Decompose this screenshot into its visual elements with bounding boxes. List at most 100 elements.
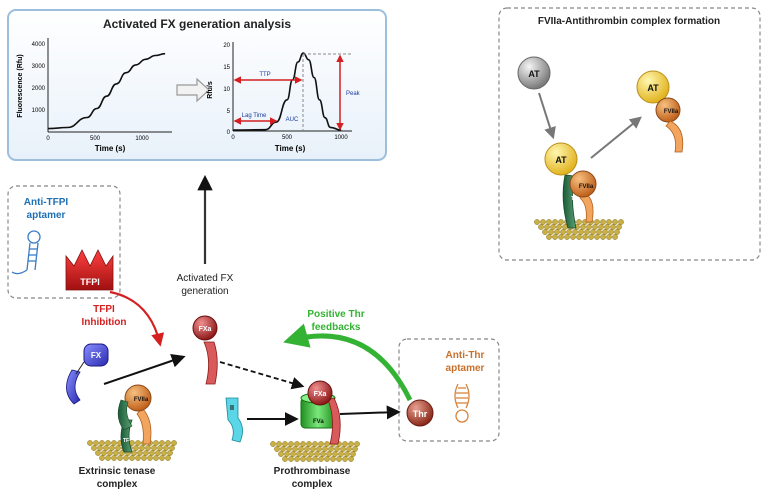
lipid-bead [161, 450, 167, 456]
lipid-bead [107, 450, 113, 456]
at-complex-fviia-stalk [665, 120, 684, 153]
ttp-label: TTP [259, 72, 270, 78]
lipid-bead [584, 229, 590, 235]
lipid-bead [300, 441, 306, 447]
lipid-bead [155, 450, 161, 456]
at-free-sphere [517, 56, 551, 90]
lipid-bead [306, 441, 312, 447]
lipid-bead [314, 451, 320, 457]
right-xtick: 500 [282, 135, 293, 141]
left-ylabel: Fluorescence (Rfu) [17, 54, 24, 117]
left-plot-xticks: 0 500 1000 [46, 136, 149, 142]
lipid-bead [159, 440, 165, 446]
tfpi-crown [65, 249, 114, 291]
lipid-bead [608, 229, 614, 235]
lipid-bead [612, 234, 618, 240]
activated-fx-label-line2: generation [181, 286, 228, 297]
anti-tfpi-aptamer-label-line1: Anti-TFPI [24, 197, 69, 208]
lipid-bead [330, 456, 336, 462]
lipid-bead [616, 224, 622, 230]
lipid-bead [135, 440, 141, 446]
lipid-bead [318, 456, 324, 462]
at-complex-fviia-sphere [655, 97, 681, 123]
right-ytick: 15 [223, 65, 230, 71]
tfpi-inhibition-label-line2: Inhibition [82, 317, 127, 328]
lipid-bead [288, 456, 294, 462]
thr-label: Thr [413, 409, 428, 419]
right-ytick: 5 [227, 109, 231, 115]
lipid-bead [286, 446, 292, 452]
lipid-bead [306, 456, 312, 462]
extrinsic-tenase: TF FVIIa [117, 384, 152, 453]
anti-thr-aptamer-label-line1: Anti-Thr [446, 350, 485, 361]
lipid-bead [109, 445, 115, 451]
anti-tfpi-aptamer-label-line2: aptamer [27, 210, 66, 221]
lipid-bead [572, 229, 578, 235]
lipid-bead [586, 224, 592, 230]
lipid-bead [588, 234, 594, 240]
lipid-bead [558, 219, 564, 225]
lipid-bead [600, 219, 606, 225]
at-bound-sphere [544, 142, 578, 176]
prothrombin: II [225, 397, 243, 443]
right-plot-xticks: 0 500 1000 [231, 135, 348, 141]
lipid-bead [614, 229, 620, 235]
lipid-bead [324, 441, 330, 447]
at-membrane [534, 219, 624, 240]
at-free-label: AT [528, 69, 540, 79]
left-xlabel: Time (s) [95, 144, 126, 153]
lipid-bead [600, 234, 606, 240]
fx-label: FX [91, 351, 102, 360]
lipid-bead [598, 224, 604, 230]
lipid-bead [344, 451, 350, 457]
lipid-bead [350, 451, 356, 457]
lipid-bead [576, 219, 582, 225]
lipid-bead [564, 234, 570, 240]
lipid-bead [560, 229, 566, 235]
thr-box: Anti-Thr aptamer Thr [398, 338, 500, 442]
at-binding-arrow [538, 92, 556, 140]
tf-label: TF [123, 438, 129, 444]
prothrombinase-label-line1: Prothrombinase [274, 466, 351, 477]
at-tf-label: TF [571, 196, 577, 202]
at-bound-label: AT [555, 155, 567, 165]
lipid-bead [137, 450, 143, 456]
left-plot: 4000 3000 2000 1000 0 500 1000 Time (s) … [17, 38, 172, 153]
fx-generation-panel: Activated FX generation analysis 4000 30… [7, 9, 387, 161]
lipid-bead [274, 446, 280, 452]
lipid-bead [153, 455, 159, 461]
lipid-bead [318, 441, 324, 447]
lipid-bead [340, 446, 346, 452]
at-fviia-stalk [579, 192, 594, 223]
lipid-bead [320, 451, 326, 457]
lipid-bead [594, 234, 600, 240]
left-ytick: 4000 [32, 42, 46, 48]
lipid-bead [352, 446, 358, 452]
lipid-bead [111, 455, 117, 461]
left-ytick: 3000 [32, 64, 46, 70]
lipid-bead [302, 451, 308, 457]
lipid-bead [540, 219, 546, 225]
lipid-bead [165, 455, 171, 461]
lipid-bead [570, 234, 576, 240]
lipid-bead [282, 441, 288, 447]
fxa-complex-label: FXa [314, 391, 327, 398]
lipid-bead [312, 456, 318, 462]
prothrombinase: FVa FXa [300, 380, 341, 445]
positive-thr-label-line1: Positive Thr [307, 309, 364, 320]
at-complex-sphere [636, 70, 670, 104]
positive-thr-arrow [283, 323, 413, 402]
lipid-bead [276, 441, 282, 447]
lipid-bead [316, 446, 322, 452]
lipid-bead [552, 219, 558, 225]
lipid-bead [157, 445, 163, 451]
lipid-bead [292, 446, 298, 452]
lipid-bead [348, 441, 354, 447]
left-plot-curve [47, 52, 166, 130]
left-plot-yticks: 4000 3000 2000 1000 [32, 42, 46, 114]
fva-label: FVa [313, 419, 324, 425]
lipid-bead [590, 229, 596, 235]
lipid-bead [606, 234, 612, 240]
lipid-bead [576, 234, 582, 240]
lipid-bead [594, 219, 600, 225]
